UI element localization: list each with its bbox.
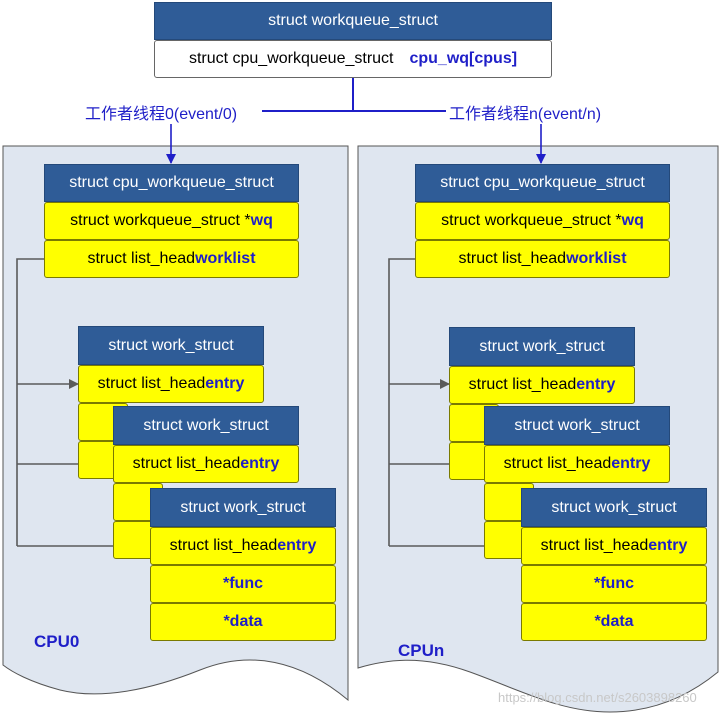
cpu0-work3-entry: struct list_head entry <box>150 527 336 565</box>
cpu0-work1-entry-type: struct list_head <box>97 375 206 392</box>
cpu0-label: CPU0 <box>34 632 80 651</box>
cpun-work3-data-name: *data <box>594 613 634 630</box>
cpu0-work2-header: struct work_struct <box>113 406 299 445</box>
cpun-wq-field-type: struct workqueue_struct * <box>441 212 622 229</box>
cpun-work3-func-name: *func <box>594 575 634 592</box>
cpun-worklist-type: struct list_head <box>458 250 567 267</box>
cpu0-work3-data: *data <box>150 603 336 641</box>
cpun-wq-field-name: wq <box>621 212 644 229</box>
cpu0-wq-field-name: wq <box>250 212 273 229</box>
cpu0-work1-header: struct work_struct <box>78 326 264 365</box>
thread-label-n: 工作者线程n(event/n) <box>447 100 604 124</box>
watermark: https://blog.csdn.net/s2603898260 <box>498 690 697 705</box>
workqueue-struct-header: struct workqueue_struct <box>154 2 552 40</box>
cpun-worklist-field: struct list_head worklist <box>415 240 670 278</box>
cpu0-cwq-header: struct cpu_workqueue_struct <box>44 164 299 202</box>
cpu0-worklist-field: struct list_head worklist <box>44 240 299 278</box>
cpun-work3-func: *func <box>521 565 707 603</box>
cpun-worklist-name: worklist <box>566 250 627 267</box>
cpu0-work3-func-name: *func <box>223 575 263 592</box>
cpun-work1-entry: struct list_head entry <box>449 366 635 404</box>
cpu0-work2-entry: struct list_head entry <box>113 445 299 483</box>
cpun-work2-header: struct work_struct <box>484 406 670 445</box>
cpun-work2-entry-name: entry <box>611 455 651 472</box>
cpun-label: CPUn <box>398 641 445 660</box>
cpu0-work1-entry: struct list_head entry <box>78 365 264 403</box>
cpun-work2-entry-type: struct list_head <box>503 455 612 472</box>
cpun-work1-header: struct work_struct <box>449 327 635 366</box>
cpun-work1-entry-type: struct list_head <box>468 376 577 393</box>
cpu0-work1-entry-name: entry <box>205 375 245 392</box>
cpu0-work3-header: struct work_struct <box>150 488 336 527</box>
cpun-work3-entry-name: entry <box>648 537 688 554</box>
cpun-cwq-header: struct cpu_workqueue_struct <box>415 164 670 202</box>
cpu-wq-field-name: cpu_wq[cpus] <box>409 50 518 67</box>
cpun-work3-data: *data <box>521 603 707 641</box>
cpu0-worklist-name: worklist <box>195 250 256 267</box>
cpu0-work2-entry-name: entry <box>240 455 280 472</box>
thread-label-0: 工作者线程0(event/0) <box>83 100 240 124</box>
cpu0-wq-field: struct workqueue_struct *wq <box>44 202 299 240</box>
cpun-work2-entry: struct list_head entry <box>484 445 670 483</box>
cpun-wq-field: struct workqueue_struct *wq <box>415 202 670 240</box>
cpun-work3-header: struct work_struct <box>521 488 707 527</box>
cpun-work3-entry-type: struct list_head <box>540 537 649 554</box>
cpu0-work3-func: *func <box>150 565 336 603</box>
cpun-work3-entry: struct list_head entry <box>521 527 707 565</box>
cpu-wq-field-type: struct cpu_workqueue_struct <box>188 50 394 67</box>
cpu0-work2-entry-type: struct list_head <box>132 455 241 472</box>
cpu0-work3-entry-name: entry <box>277 537 317 554</box>
cpu0-worklist-type: struct list_head <box>87 250 196 267</box>
cpu-wq-field: struct cpu_workqueue_struct cpu_wq[cpus] <box>154 40 552 78</box>
cpu0-wq-field-type: struct workqueue_struct * <box>70 212 251 229</box>
cpun-work1-entry-name: entry <box>576 376 616 393</box>
cpu0-work3-data-name: *data <box>223 613 263 630</box>
cpu0-work3-entry-type: struct list_head <box>169 537 278 554</box>
